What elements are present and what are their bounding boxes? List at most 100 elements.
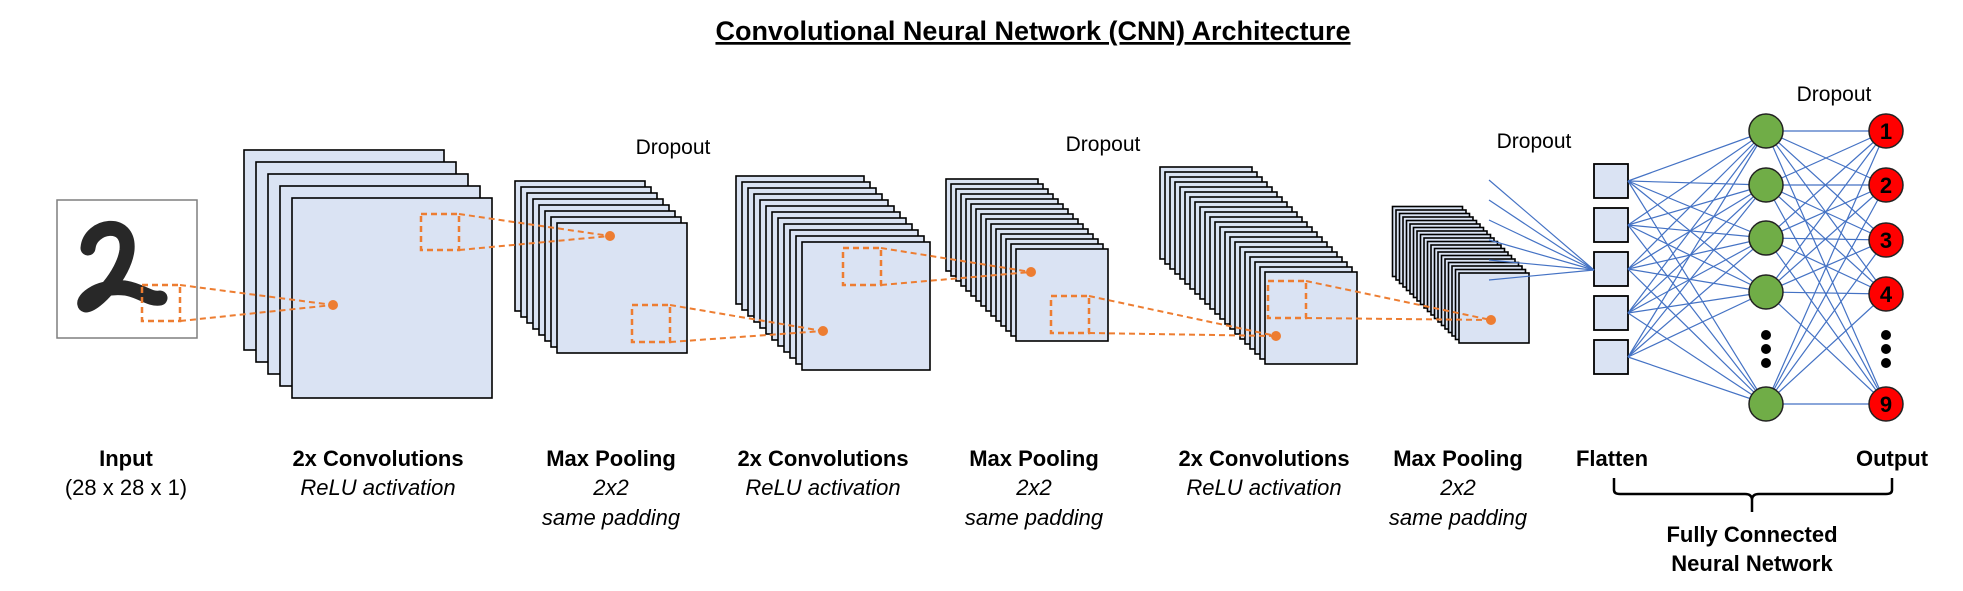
hidden-node-3 [1748, 274, 1784, 310]
fc-line [1627, 130, 1767, 182]
stage-5-detail: ReLU activation [1186, 475, 1341, 500]
ellipsis-dot [1881, 358, 1891, 368]
kernel-projections [140, 212, 1496, 344]
feature-map [556, 222, 688, 354]
fc-line [1627, 130, 1767, 270]
feature-stack-2 [735, 175, 931, 371]
output-node-4 [1868, 276, 1904, 312]
kernel-box [630, 303, 672, 344]
fc-line [1765, 130, 1887, 293]
stage-6-detail-2: same padding [1389, 505, 1528, 530]
stage-labels: Input (28 x 28 x 1) 2x Convolutions ReLU… [65, 446, 1929, 530]
fc-line [1627, 224, 1767, 405]
hidden-node-2 [1748, 220, 1784, 256]
kernel-line [1305, 317, 1492, 321]
dropout-label-4: Dropout [1797, 83, 1872, 106]
dropout-label-3: Dropout [1497, 130, 1572, 153]
kernel-line [1088, 295, 1277, 337]
kernel-box [1049, 294, 1091, 335]
flatten-line [1488, 269, 1595, 281]
kernel-target-dot [1026, 267, 1036, 277]
ellipsis-dot [1761, 344, 1771, 354]
fc-line [1627, 237, 1767, 358]
flatten-line [1488, 219, 1595, 271]
kernel-line [179, 284, 334, 306]
kernel-6 [1266, 279, 1496, 325]
fc-line [1627, 184, 1767, 270]
feature-map [801, 241, 931, 371]
hidden-node-1 [1748, 167, 1784, 203]
fc-line [1627, 184, 1767, 226]
fc-line [1765, 184, 1887, 293]
stage-4-detail-2: same padding [965, 505, 1104, 530]
kernel-target-dot [1271, 331, 1281, 341]
stage-3-detail: ReLU activation [745, 475, 900, 500]
kernel-box [140, 283, 182, 323]
stage-5-name: 2x Convolutions [1178, 446, 1349, 471]
kernel-target-dot [605, 231, 615, 241]
fc-label-line-1: Fully Connected [1666, 522, 1837, 547]
kernel-line [1305, 280, 1492, 321]
output-node-label: 9 [1880, 392, 1892, 417]
digit-two-glyph [77, 220, 168, 313]
kernel-box [1266, 279, 1308, 320]
ellipsis-dot [1881, 344, 1891, 354]
kernel-box [419, 212, 461, 252]
flatten-unit-0 [1593, 163, 1629, 199]
kernel-line [880, 271, 1032, 286]
stage-2-name: Max Pooling [546, 446, 676, 471]
stage-1-detail: ReLU activation [300, 475, 455, 500]
fc-line [1627, 180, 1767, 239]
flatten-layer [1593, 163, 1629, 375]
fc-line [1627, 312, 1767, 405]
fc-line [1627, 237, 1767, 314]
kernel-1 [140, 283, 338, 323]
diagram-title: Convolutional Neural Network (CNN) Archi… [715, 16, 1350, 46]
ellipsis-dot [1761, 330, 1771, 340]
flatten-line [1488, 199, 1595, 271]
fc-line [1627, 130, 1767, 226]
fc-line [1765, 184, 1887, 405]
dropout-label-2: Dropout [1066, 133, 1141, 156]
output-node-2 [1868, 167, 1904, 203]
feature-stack-4 [1159, 166, 1358, 365]
kernel-line [669, 330, 824, 343]
feature-stack-5 [1391, 205, 1530, 344]
kernel-box [841, 246, 883, 287]
stage-6-name: Max Pooling [1393, 446, 1523, 471]
feature-map [291, 197, 493, 399]
flatten-unit-2 [1593, 251, 1629, 287]
fc-line [1627, 268, 1767, 293]
fc-line [1627, 180, 1767, 293]
fc-line [1765, 239, 1887, 293]
feature-stack-3 [945, 178, 1109, 342]
stage-0-name: Input [99, 446, 153, 471]
kernel-2 [419, 212, 615, 252]
stage-6-detail: 2x2 [1439, 475, 1475, 500]
fc-line [1627, 180, 1767, 405]
stage-4-name: Max Pooling [969, 446, 1099, 471]
flatten-line [1488, 179, 1595, 271]
kernel-target-dot [1486, 315, 1496, 325]
kernel-4 [841, 246, 1036, 287]
kernel-5 [1049, 294, 1281, 341]
feature-map [1458, 272, 1530, 344]
fc-line [1765, 239, 1887, 405]
fc-line [1765, 291, 1887, 405]
hidden-node-4 [1748, 386, 1784, 422]
flatten-line [1488, 259, 1595, 271]
kernel-line [669, 304, 824, 332]
fc-line [1627, 224, 1767, 239]
output-node-1 [1868, 113, 1904, 149]
fc-line [1627, 291, 1767, 314]
fc-line [1627, 356, 1767, 405]
fc-line [1627, 224, 1767, 293]
fc-line [1627, 130, 1767, 314]
feature-stack-0 [243, 149, 493, 399]
fc-line [1627, 184, 1767, 314]
output-node-label: 2 [1880, 173, 1892, 198]
output-node-label: 3 [1880, 228, 1892, 253]
stage-4-detail: 2x2 [1015, 475, 1051, 500]
fc-brace [1612, 478, 1894, 512]
